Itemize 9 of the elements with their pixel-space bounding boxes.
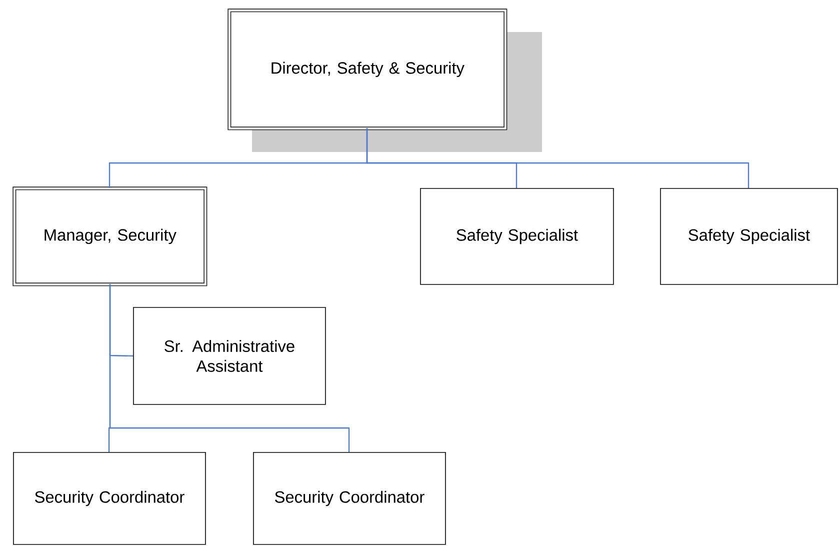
title-box: Security Coordinator (253, 452, 446, 545)
title-box: Security Coordinator (13, 452, 206, 545)
connector-line (109, 284, 350, 452)
title-box: Safety Specialist (660, 188, 838, 285)
title-box: Sr. Administrative Assistant (133, 307, 326, 405)
connector-line (366, 128, 750, 188)
title-box: Director, Safety & Security (228, 8, 508, 130)
title-box: Manager, Security (12, 186, 208, 286)
title-box: Safety Specialist (420, 188, 614, 285)
